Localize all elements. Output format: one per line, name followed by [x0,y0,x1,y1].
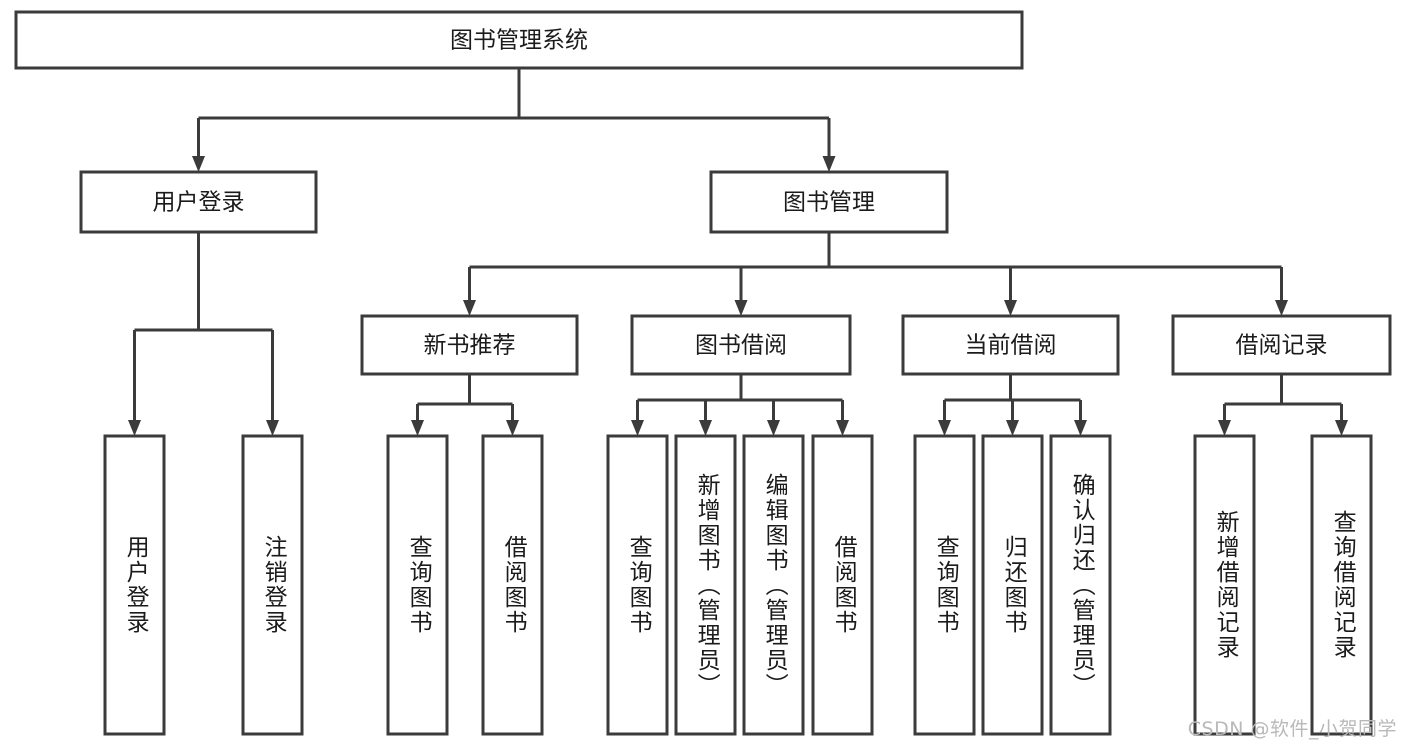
arrow-icon-book-manage-0 [463,300,476,316]
arrow-icon-current-borrow-2 [1074,420,1087,436]
watermark: CSDN @软件_小贺同学 [1187,718,1397,740]
node-label-user-login: 用户登录 [153,190,245,216]
arrow-icon-book-manage-3 [1275,300,1288,316]
node-box-leaf-logout-login[interactable] [241,434,304,736]
node-label-book-borrow: 图书借阅 [695,333,787,359]
node-box-layer [14,10,1392,736]
node-box-leaf-query-book-3[interactable] [913,434,976,736]
node-box-borrow-record[interactable] [1171,314,1392,376]
arrow-icon-borrow-record-1 [1335,420,1348,436]
arrow-icon-book-manage-1 [734,300,748,316]
arrow-icon-user-login-0 [128,420,141,436]
node-label-borrow-record: 借阅记录 [1236,333,1328,359]
arrow-icon-book-borrow-2 [767,420,780,436]
node-box-user-login[interactable] [79,170,318,234]
node-box-leaf-edit-book[interactable] [742,434,805,736]
node-label-root: 图书管理系统 [450,28,588,54]
node-box-leaf-confirm-return[interactable] [1049,434,1112,736]
arrow-icon-user-login-1 [266,420,279,436]
arrow-icon-book-manage-2 [1004,300,1017,316]
node-box-leaf-add-book[interactable] [674,434,737,736]
node-box-book-manage[interactable] [709,170,949,234]
node-label-current-borrow: 当前借阅 [965,333,1057,359]
node-box-leaf-query-book-2[interactable] [606,434,669,736]
node-box-current-borrow[interactable] [901,314,1120,376]
arrow-icon-borrow-record-0 [1218,420,1231,436]
node-box-book-borrow[interactable] [630,314,852,376]
arrow-icon-book-borrow-1 [699,420,712,436]
node-box-leaf-query-book-1[interactable] [386,434,449,736]
node-box-new-book-recommend[interactable] [360,314,579,376]
arrow-icon-root-1 [822,156,836,172]
node-box-leaf-return-book[interactable] [981,434,1044,736]
arrow-icon-root-0 [192,156,205,172]
node-box-leaf-add-borrow-rec[interactable] [1193,434,1256,736]
node-label-new-book-recommend: 新书推荐 [424,333,516,359]
node-box-leaf-borrow-book-1[interactable] [481,434,544,736]
arrow-icon-current-borrow-0 [938,420,951,436]
node-label-book-manage: 图书管理 [783,190,875,216]
arrow-icon-book-borrow-3 [836,420,849,436]
arrow-icon-current-borrow-1 [1006,420,1019,436]
arrow-icon-book-borrow-0 [631,420,644,436]
arrow-icon-new-book-recommend-1 [506,420,519,436]
node-box-root[interactable] [14,10,1024,70]
arrow-icon-new-book-recommend-0 [411,420,424,436]
node-box-leaf-borrow-book-2[interactable] [811,434,874,736]
connector-layer [128,68,1348,436]
node-box-leaf-user-login[interactable] [103,434,166,736]
node-box-leaf-query-borrow-rec[interactable] [1310,434,1373,736]
